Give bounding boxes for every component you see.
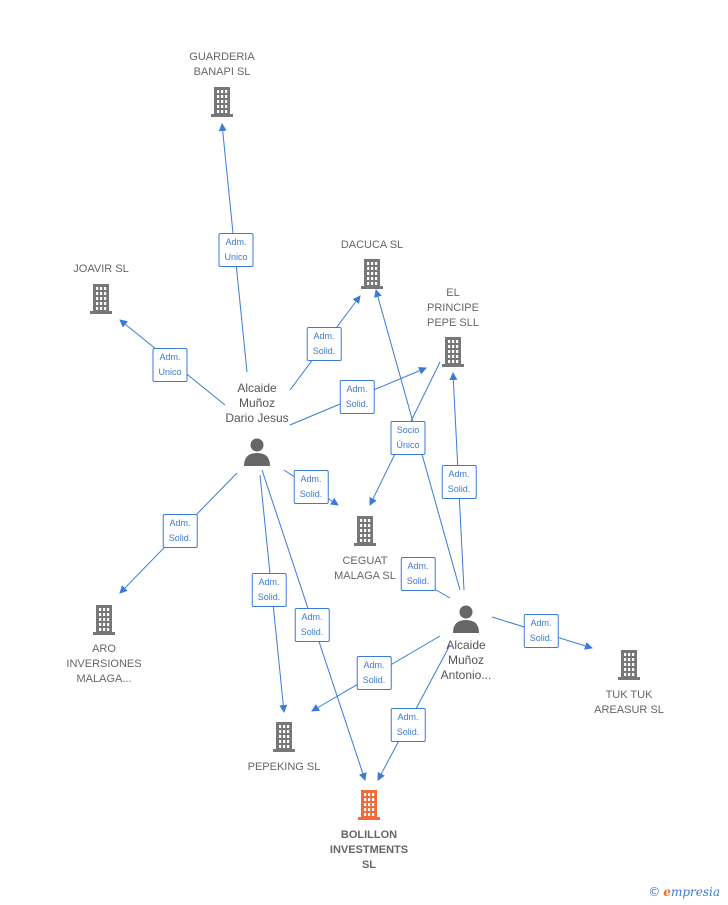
brand-first-letter: e (663, 885, 671, 899)
node-label-guarderia[interactable]: GUARDERIA BANAPI SL (189, 51, 255, 78)
brand-name-rest: mpresia (670, 885, 720, 899)
node-label-tuktuk[interactable]: TUK TUK AREASUR SL (594, 689, 664, 716)
building-icon-dacuca[interactable] (361, 259, 383, 289)
edge-label-dario-to-ceguat[interactable]: Adm. Solid. (293, 470, 329, 504)
building-icon-elprincipe[interactable] (442, 337, 464, 367)
edge-label-dario-to-joavir[interactable]: Adm. Unico (152, 348, 188, 382)
building-icon-guarderia[interactable] (211, 87, 233, 117)
edge-label-dario-to-dacuca[interactable]: Adm. Solid. (306, 327, 342, 361)
node-label-pepeking[interactable]: PEPEKING SL (247, 761, 321, 773)
node-label-elprincipe[interactable]: EL PRINCIPE PEPE SLL (427, 287, 479, 329)
node-label-antonio[interactable]: Alcaide Muñoz Antonio... (440, 638, 492, 682)
node-label-aro[interactable]: ARO INVERSIONES MALAGA... (66, 643, 142, 685)
copyright-symbol: © (648, 885, 661, 899)
edge-label-dario-to-bolillon[interactable]: Adm. Solid. (294, 608, 330, 642)
edge-label-antonio-to-pepeking[interactable]: Adm. Solid. (356, 656, 392, 690)
node-label-joavir[interactable]: JOAVIR SL (73, 263, 129, 275)
edge-label-dario-to-guarderia[interactable]: Adm. Unico (218, 233, 254, 267)
building-icon-joavir[interactable] (90, 284, 112, 314)
node-label-dario[interactable]: Alcaide Muñoz Dario Jesus (225, 381, 289, 425)
edge-label-antonio-to-ceguat[interactable]: Adm. Solid. (400, 557, 436, 591)
node-label-bolillon[interactable]: BOLILLON INVESTMENTS SL (329, 829, 409, 871)
edge-label-elprincipe-to-ceguat[interactable]: Socio Único (390, 421, 426, 455)
brand-logo: ©empresia (648, 885, 720, 899)
edge-label-dario-to-elprincipe[interactable]: Adm. Solid. (339, 380, 375, 414)
building-icon-aro[interactable] (93, 605, 115, 635)
building-icon-tuktuk[interactable] (618, 650, 640, 680)
building-icon-ceguat[interactable] (354, 516, 376, 546)
building-icon-pepeking[interactable] (273, 722, 295, 752)
edge-label-dario-to-pepeking[interactable]: Adm. Solid. (251, 573, 287, 607)
person-icon-dario[interactable] (244, 438, 270, 467)
nodes-layer (90, 87, 640, 820)
edge-label-antonio-to-elprincipe[interactable]: Adm. Solid. (441, 465, 477, 499)
node-label-ceguat[interactable]: CEGUAT MALAGA SL (334, 555, 396, 582)
edge-label-dario-to-aro[interactable]: Adm. Solid. (162, 514, 198, 548)
edge-label-antonio-to-bolillon[interactable]: Adm. Solid. (390, 708, 426, 742)
building-icon-bolillon[interactable] (358, 790, 380, 820)
node-label-dacuca[interactable]: DACUCA SL (340, 239, 404, 251)
edge-label-antonio-to-tuktuk[interactable]: Adm. Solid. (523, 614, 559, 648)
person-icon-antonio[interactable] (453, 605, 479, 634)
